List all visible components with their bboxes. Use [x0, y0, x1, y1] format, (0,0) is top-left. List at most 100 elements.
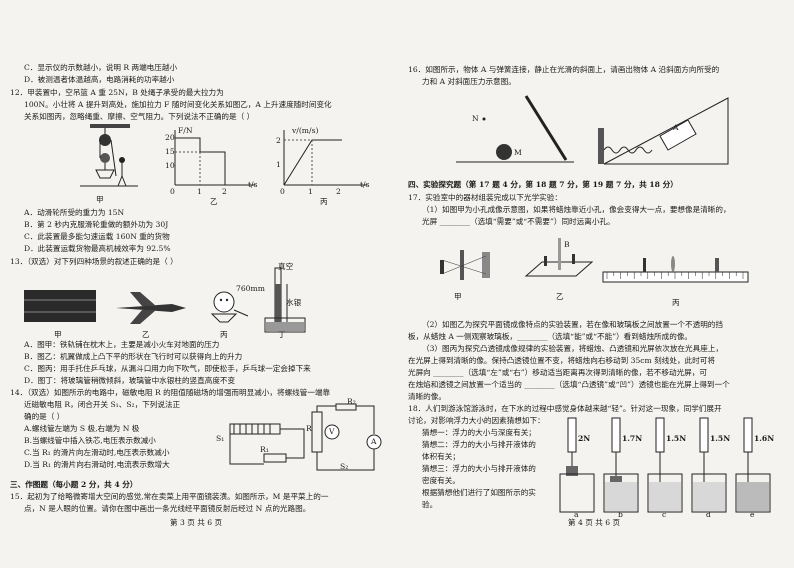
q17-fig-bing: 丙 [672, 298, 680, 307]
q13-stem: 13．（双选）对下列四种场景的叙述正确的是（ ） [10, 257, 178, 266]
q12-yi-xtick-2: 2 [222, 187, 227, 196]
q15-line1: 15．起初为了给略微寄增大空间的感觉,常在卖菜上用平面镜装潢。如图所示，M 是平… [10, 492, 329, 501]
q12-option-c: C．此装置最多能匀速运载 160N 重的货物 [24, 232, 170, 241]
section-3-title: 三、作图题（每小题 2 分，共 4 分） [10, 480, 138, 489]
q15-line2: 点，N 是人眼的位置。请你在图中画出一条光线经平面镜反射后经过 N 点的光路图。 [24, 504, 311, 513]
beaker-setup-c [647, 417, 683, 513]
q17-part3-c: 光屏向 ________（选填“左”或“右”）移动适当距离再次得到清晰的像，若不… [408, 368, 707, 377]
q18-guess4a: 根据猜想他们进行了如图所示的实 [422, 488, 536, 497]
q18-guess2a: 猜想二：浮力的大小与排开液体的 [422, 440, 536, 449]
q16-line1: 16．如图所示，物体 A 与弹簧连接，静止在光滑的斜面上，请画出物体 A 沿斜面… [408, 65, 720, 74]
q16-incline-figure [598, 97, 729, 165]
beaker-reading-a: 2N [578, 434, 591, 443]
q17-part3-e: 清晰的像。 [408, 392, 446, 401]
beaker-setup-e [735, 417, 771, 513]
q12-line2: 100N。小壮将 A 提升到高处，施加拉力 F 随时间变化关系如图乙，A 上升速… [24, 100, 332, 109]
q13-plane-figure [116, 292, 186, 324]
q12-yi-xtick-1: 1 [197, 187, 202, 196]
q12-bing-xtick-2: 2 [336, 187, 341, 196]
q12-bing-xtick-1: 1 [308, 187, 313, 196]
q18-line1: 18．人们到游泳馆游泳时，在下水的过程中感觉身体越来越“轻”。针对这一现象，同学… [408, 404, 722, 413]
q14-option-d: D.当 R₁ 的滑片向右滑动时,电流表示数增大 [24, 460, 170, 469]
q13-760mm-label: 760mm [236, 284, 265, 293]
q18-line2: 讨论，对影响浮力大小的因素猜想如下： [408, 416, 545, 425]
q12-bing-xtick-0: 0 [280, 187, 285, 196]
q18-guess3a: 猜想三：浮力的大小与排开液体的 [422, 464, 536, 473]
q14-circuit-diagram [229, 403, 382, 471]
beaker-reading-b: 1.7N [622, 434, 643, 443]
q16-point-m: M [514, 148, 522, 157]
section-4-title: 四、实验探究题（第 17 题 4 分，第 18 题 7 分，第 19 题 7 分… [408, 180, 678, 189]
beaker-letter-c: c [662, 510, 667, 519]
q14-option-b: B.当螺线管中插入铁芯,电压表示数减小 [24, 436, 156, 445]
q12-yi-ytick-2: 10 [165, 161, 175, 170]
q14-r-label: R [306, 424, 312, 433]
q14-option-c: C.当 R₁ 的滑片向左滑动时,电压表示数减小 [24, 448, 170, 457]
q18-guess2b: 体积有关； [422, 452, 460, 461]
q12-option-d: D．此装置运载货物最高机械效率为 92.5% [24, 244, 171, 253]
q17-point-b: B [564, 240, 570, 249]
q18-guess3b: 密度有关。 [422, 476, 460, 485]
q12-yi-xlabel: t/s [248, 180, 258, 189]
q13-vacuum-label: 真空 [278, 262, 294, 271]
beaker-reading-e: 1.6N [754, 434, 775, 443]
q14-r2-label: R₂ [347, 397, 356, 406]
q17-part1-b: 光屏 ________（选填“需要”或“不需要”）同时远离小孔。 [422, 217, 615, 226]
q12-yi-ytick-0: 20 [165, 133, 175, 142]
beaker-setup-b [603, 417, 639, 513]
q13-option-b: B．图乙：机翼做成上凸下平的形状在飞行时可以获得向上的升力 [24, 352, 243, 361]
q13-option-a: A．图甲：铁轨铺在枕木上，主要是减小火车对地面的压力 [24, 340, 220, 349]
q14-s2-label: S₂ [340, 462, 349, 471]
page-4: 16．如图所示，物体 A 与弹簧连接，静止在光滑的斜面上，请画出物体 A 沿斜面… [408, 0, 788, 568]
q12-bing-ylabel: v/(m/s) [292, 126, 319, 135]
q12-force-graph [174, 130, 255, 186]
q11-option-c: C．显示仪的示数越小，说明 R 两端电压越小 [24, 63, 178, 72]
q14-line1: 14．（双选）如图所示的电路中，磁敏电阻 R 的阻值随磁场的增强而明显减小，将螺… [10, 388, 331, 397]
q12-fig-yi-label: 乙 [210, 197, 218, 206]
q12-bing-xlabel: t/s [360, 180, 370, 189]
q16-point-n: N [472, 114, 479, 123]
q13-option-c: C．图丙：用手托住乒乓球，从漏斗口用力向下吹气，即使松手，乒乓球一定会掉下来 [24, 364, 311, 373]
q17-stem: 17．实验室中的器材组装完成以下光学实验： [408, 193, 562, 202]
q14-r1-label: R₁ [260, 445, 269, 454]
beaker-setup-a [559, 417, 595, 513]
q17-part3-d: 在烛焰和透镜之间放置一个适当的 ________（选填“凸透镜”或“凹”）透镜也… [408, 380, 730, 389]
q17-fig-yi: 乙 [556, 292, 564, 301]
q16-block-a: A [673, 123, 679, 132]
q12-yi-ytick-1: 15 [165, 147, 175, 156]
q11-option-d: D．被测温者体温越高，电路消耗的功率越小 [24, 75, 175, 84]
beaker-reading-c: 1.5N [666, 434, 687, 443]
q13-mercury-label: 水银 [286, 298, 302, 307]
q14-line3: 确的是（ ） [24, 412, 65, 421]
q17-part3-a: （3）图丙为探究凸透镜成像规律的实验装置，将蜡烛、凸透镜和光屏依次放在光具座上， [422, 344, 723, 353]
q13-fig-yi: 乙 [142, 330, 150, 339]
page-4-footer: 第 4 页 共 6 页 [568, 518, 621, 527]
q14-ammeter-label: A [371, 437, 377, 446]
beaker-letter-a: a [574, 510, 579, 519]
beaker-letter-d: d [706, 510, 711, 519]
q12-velocity-graph [283, 130, 367, 186]
q13-barometer-figure [264, 267, 306, 333]
q12-yi-ylabel: F/N [178, 126, 193, 135]
q12-option-b: B．第 2 秒内克服滑轮重做的额外功为 30J [24, 220, 169, 229]
q12-fig-bing-label: 丙 [320, 197, 328, 206]
q18-guess4b: 验。 [422, 500, 438, 509]
q17-part2-b: 板，从蜡烛 A 一侧观察玻璃板，________（选填“能”或“不能”）看到蜡烛… [408, 332, 693, 341]
beaker-letter-b: b [618, 510, 623, 519]
beaker-setup-d [691, 417, 727, 513]
q17-mirror-figure [524, 238, 594, 277]
q16-line2: 力和 A 对斜面压力示意图。 [422, 77, 516, 86]
page-3-footer: 第 3 页 共 6 页 [170, 518, 223, 527]
q17-part1-a: （1）如图甲为小孔成像示意图，如果将蜡烛靠近小孔，像会变得大一点，要想像是清晰的… [422, 205, 731, 214]
q14-option-a: A.螺线管左端为 S 极,右端为 N 极 [24, 424, 140, 433]
beaker-letter-e: e [750, 510, 755, 519]
q12-fig-jia-label: 甲 [96, 195, 104, 204]
q14-s1-label: S₁ [216, 434, 225, 443]
beaker-reading-d: 1.5N [710, 434, 731, 443]
q14-voltmeter-label: V [329, 427, 335, 436]
q18-guess1: 猜想一：浮力的大小与深度有关； [422, 428, 536, 437]
q12-yi-xtick-0: 0 [170, 187, 175, 196]
q13-option-d: D．图丁：将玻璃管稍微倾斜，玻璃管中水银柱的竖直高度不变 [24, 376, 236, 385]
q12-bing-ytick-1: 1 [276, 160, 281, 169]
q13-fig-bing: 丙 [220, 330, 228, 339]
